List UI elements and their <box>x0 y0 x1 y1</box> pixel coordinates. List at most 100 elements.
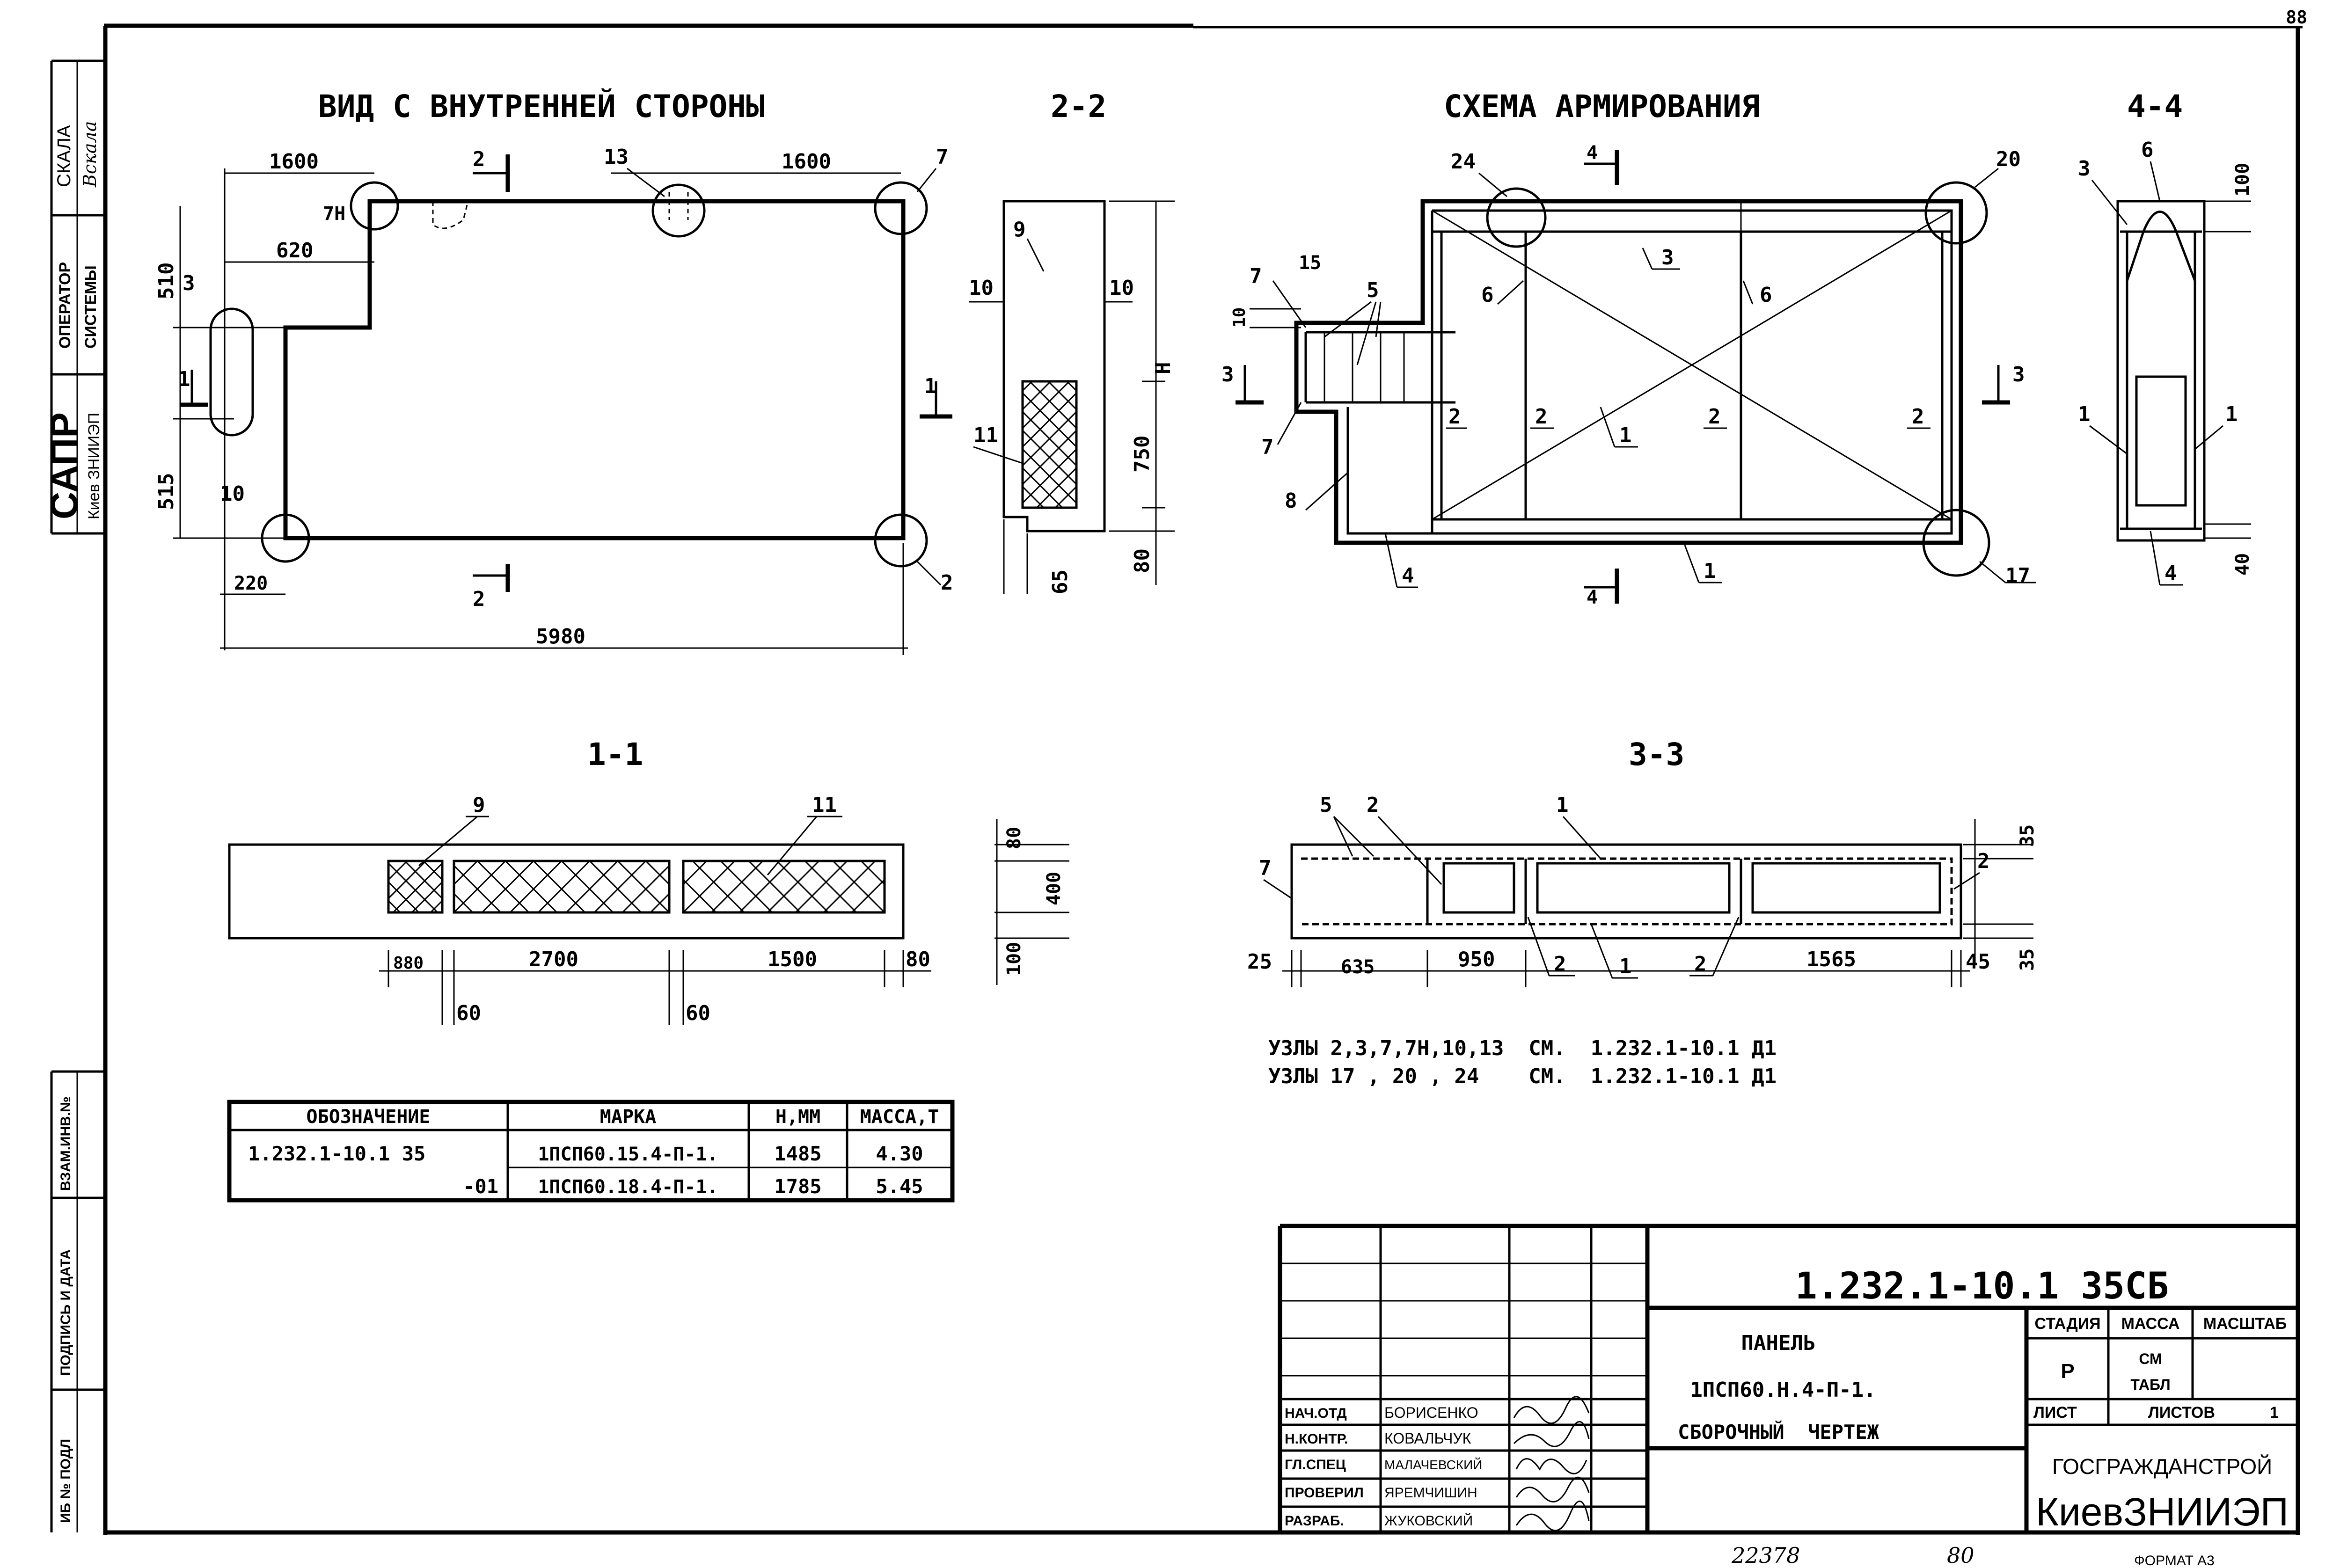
node-24-circle <box>1486 187 1547 248</box>
label-2-right: 2 <box>1977 849 1990 873</box>
label-1-bottom: 1 <box>1704 559 1716 583</box>
label-7-top: 7 <box>1250 264 1262 288</box>
label-7: 7 <box>1259 856 1272 880</box>
cut-2-bottom: 2 <box>473 587 485 611</box>
reinforcement-title: СХЕМА АРМИРОВАНИЯ <box>1444 88 1760 124</box>
label-3: 3 <box>183 271 195 295</box>
dim-80: 80 <box>906 948 930 971</box>
label-4: 4 <box>2164 562 2177 585</box>
dim-5980: 5980 <box>536 625 585 649</box>
spec-header-mark: МАРКА <box>600 1106 656 1128</box>
label-3-left: 3 <box>1221 363 1234 387</box>
role-gl-spec: ГЛ.СПЕЦ <box>1285 1457 1346 1473</box>
spec-row2-h: 1785 <box>774 1175 821 1198</box>
label-5: 5 <box>1320 793 1332 817</box>
dim-40: 40 <box>2232 553 2253 576</box>
role-nach-otd: НАЧ.ОТД <box>1285 1406 1347 1421</box>
dim-515: 515 <box>154 473 178 510</box>
dim-v35-bottom: 35 <box>2017 948 2038 971</box>
spec-header-mass: МАССА,Т <box>860 1106 939 1128</box>
label-7h: 7Н <box>323 203 345 225</box>
footer-number-1: 22378 <box>1731 1543 1800 1568</box>
dim-880: 880 <box>393 954 424 973</box>
node-7-circle <box>874 181 928 235</box>
reinforcement-scheme: СХЕМА АРМИРОВАНИЯ 24 20 17 3 <box>1221 88 2036 608</box>
spec-row2-mark: 1ПСП60.18.4-П-1. <box>538 1176 718 1198</box>
label-2-b: 2 <box>1554 952 1566 976</box>
title-sheet-label: ЛИСТ <box>2033 1404 2077 1422</box>
title-org-2: КиевЗНИИЭП <box>2036 1490 2289 1534</box>
label-1-top: 1 <box>1556 793 1569 817</box>
title-name-2: 1ПСП60.Н.4-П-1. <box>1690 1378 1876 1402</box>
label-2-d: 2 <box>1912 405 1924 429</box>
dim-25: 25 <box>1247 950 1272 974</box>
dim-45: 45 <box>1966 950 1990 974</box>
role-nach-otd-name: БОРИСЕНКО <box>1384 1404 1478 1421</box>
note-line-2: УЗЛЫ 17 , 20 , 24 СМ. 1.232.1-10.1 Д1 <box>1268 1065 1777 1088</box>
label-10-right: 10 <box>1109 276 1134 300</box>
dim-h: H <box>1151 362 1175 375</box>
label-4-bottom-left: 4 <box>1402 564 1414 588</box>
cut-4-bottom: 4 <box>1587 587 1598 608</box>
role-n-kontr-name: КОВАЛЬЧУК <box>1384 1430 1471 1447</box>
dim-750: 750 <box>1130 436 1154 473</box>
stamp-scale-label: СКАЛА <box>54 125 74 187</box>
cut-1-left: 1 <box>178 367 190 391</box>
label-20: 20 <box>1996 147 2021 171</box>
section-3-3: 3-3 5 2 1 7 2 25 635 950 2 1 2 <box>1247 737 2038 987</box>
title-mass-value-1: СМ <box>2139 1350 2162 1367</box>
label-2-a: 2 <box>1367 793 1379 817</box>
note-line-1: УЗЛЫ 2,3,7,7Н,10,13 СМ. 1.232.1-10.1 Д1 <box>1268 1036 1777 1060</box>
label-3-right: 3 <box>2012 363 2025 387</box>
label-10-left: 10 <box>969 276 994 300</box>
stamp-system: СИСТЕМЫ <box>82 265 100 349</box>
label-2-c: 2 <box>1708 405 1721 429</box>
title-stage-value: Р <box>2061 1360 2074 1383</box>
spec-row1-designation: 1.232.1-10.1 35 <box>248 1142 425 1165</box>
signatures <box>1513 1396 1590 1532</box>
section-44-title: 4-4 <box>2127 88 2183 124</box>
footer-number-2: 80 <box>1947 1543 1974 1568</box>
title-sheets-label: ЛИСТОВ <box>2148 1404 2215 1422</box>
title-name-1: ПАНЕЛЬ <box>1741 1331 1816 1355</box>
dim-635: 635 <box>1341 956 1375 978</box>
label-9: 9 <box>473 793 485 817</box>
label-7-bottom: 7 <box>1261 435 1274 459</box>
dim-v80: 80 <box>1003 827 1025 849</box>
dim-v400: 400 <box>1043 872 1065 905</box>
sheet-frame <box>103 23 2303 1535</box>
spec-row1-mark: 1ПСП60.15.4-П-1. <box>538 1144 718 1165</box>
title-roles: НАЧ.ОТД БОРИСЕНКО Н.КОНТР. КОВАЛЬЧУК ГЛ.… <box>1285 1404 1482 1529</box>
node-7h-circle <box>350 181 399 231</box>
dim-1500: 1500 <box>768 948 817 971</box>
role-proveril-name: ЯРЕМЧИШИН <box>1384 1485 1477 1501</box>
node-13-circle <box>651 183 706 238</box>
label-10-dim: 10 <box>1230 307 1249 328</box>
title-org-1: ГОСГРАЖДАНСТРОЙ <box>2052 1454 2272 1479</box>
label-24: 24 <box>1451 150 1476 174</box>
spec-header-designation: ОБОЗНАЧЕНИЕ <box>307 1106 431 1128</box>
role-razrab-name: ЖУКОВСКИЙ <box>1384 1513 1473 1529</box>
spec-table: ОБОЗНАЧЕНИЕ МАРКА H,ММ МАССА,Т 1.232.1-1… <box>227 1100 955 1203</box>
dim-100: 100 <box>2232 163 2253 197</box>
dim-60-a: 60 <box>456 1001 481 1025</box>
section-22-title: 2-2 <box>1051 88 1106 124</box>
role-razrab: РАЗРАБ. <box>1285 1513 1344 1529</box>
stamp-scale-sign: Вскала <box>80 121 100 188</box>
node-20-circle <box>1924 181 1988 245</box>
cut-1-right: 1 <box>924 374 937 398</box>
label-11: 11 <box>812 793 837 817</box>
stamp-vzam-inv: ВЗАМ.ИНВ.№ <box>58 1096 73 1191</box>
dim-950: 950 <box>1458 948 1495 971</box>
dim-v100: 100 <box>1003 942 1025 976</box>
label-3-top: 3 <box>1661 246 1674 270</box>
label-8: 8 <box>1285 489 1297 513</box>
spec-row2-designation: -01 <box>463 1175 498 1198</box>
node-17-circle <box>1922 509 1990 577</box>
dim-60-b: 60 <box>686 1001 710 1025</box>
section-11-title: 1-1 <box>587 737 643 773</box>
label-7: 7 <box>936 145 949 169</box>
title-stage-header: СТАДИЯ <box>2034 1315 2100 1333</box>
dim-510: 510 <box>154 263 178 299</box>
